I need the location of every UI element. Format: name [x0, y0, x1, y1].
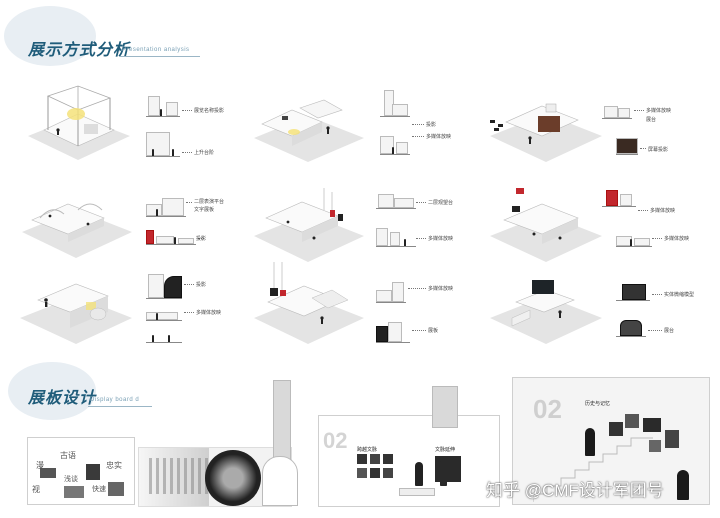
person-silhouette — [415, 462, 423, 486]
person-silhouette — [440, 460, 447, 486]
board-photo — [370, 454, 380, 464]
analysis-cell-4: 二层表演平台 文字展板 投影 — [18, 180, 253, 268]
board-photo — [40, 468, 56, 478]
board-photo — [86, 464, 100, 480]
analysis-cell-2: 投影 多媒体放映 — [252, 80, 487, 168]
board-photo — [383, 454, 393, 464]
analysis-cell-1: 展览名称投影 上升台阶 — [18, 80, 253, 168]
board-number: 02 — [323, 428, 348, 453]
annotation-label: 投影 — [196, 236, 207, 242]
annotation-label: 多媒体放映 — [428, 286, 454, 292]
isometric-pavilion-drawing — [28, 85, 130, 160]
board-heading: 历史与记忆 — [585, 401, 611, 407]
isometric-pavilion-drawing — [490, 280, 602, 344]
section-underline — [120, 56, 200, 57]
isometric-pavilion-drawing — [22, 203, 132, 258]
board-word: 浅谈 — [64, 476, 78, 483]
board-photo — [357, 468, 367, 478]
annotation-label: 多媒体放映 — [650, 208, 676, 214]
annotation-label: 多媒体放映 — [196, 310, 222, 316]
annotation-label: 展板 — [428, 328, 439, 334]
isometric-pavilion-drawing — [254, 99, 364, 162]
board-word: 快速 — [92, 486, 106, 493]
isometric-pavilion-drawing — [254, 262, 364, 344]
board-photo — [383, 468, 393, 478]
board-header-decor-blob — [8, 362, 96, 420]
bench — [399, 488, 435, 496]
section-sketch-top — [146, 94, 180, 117]
annotation-label: 展台 — [646, 117, 657, 123]
analysis-cell-7: 投影 多媒体放映 — [18, 262, 253, 350]
annotation-label: 实体微缩模型 — [664, 292, 695, 298]
board-photo — [609, 422, 623, 436]
board-word: 视 — [32, 485, 40, 494]
crowd-silhouettes — [149, 458, 209, 494]
board-word: 忠实 — [106, 461, 122, 470]
board-number: 02 — [533, 394, 562, 424]
person-silhouette — [585, 428, 595, 456]
section-title-boards: 展板设计 — [28, 388, 97, 407]
display-board-4: 02 历史与记忆 — [512, 377, 710, 505]
board-word: 漫 — [36, 461, 44, 470]
section-underline — [88, 406, 152, 407]
board-photo — [643, 418, 661, 432]
board-photo — [370, 468, 380, 478]
section-subtitle-boards: Display board d — [90, 397, 140, 403]
section-title-analysis: 展示方式分析 — [28, 40, 131, 59]
section-sketch-bottom — [146, 130, 180, 157]
board-photo — [435, 456, 461, 482]
annotation-label: 文字展板 — [194, 207, 215, 213]
board-word: 古语 — [60, 451, 76, 460]
annotation-label: 投影 — [196, 282, 207, 288]
circular-photo — [205, 450, 261, 506]
isometric-pavilion-drawing — [490, 103, 602, 162]
staircase-drawing — [533, 437, 653, 502]
board-heading: 跨越文脉 — [357, 447, 378, 453]
display-board-1: 古语 漫 忠实 浅谈 快速 视 — [27, 437, 135, 505]
annotation-label: 二层表演平台 — [194, 199, 225, 205]
isometric-pavilion-drawing — [254, 188, 364, 262]
annotation-label: 上升台阶 — [194, 150, 215, 156]
analysis-cell-9: 实体微缩模型 展台 — [486, 262, 720, 350]
section-subtitle-analysis: Presentation analysis — [122, 47, 190, 53]
board-photo — [649, 440, 661, 452]
board-photo — [64, 486, 84, 498]
annotation-label: 投影 — [426, 122, 437, 128]
annotation-label: 展台 — [664, 328, 675, 334]
annotation-label: 多媒体放映 — [646, 108, 672, 114]
annotation-label: 多媒体放映 — [428, 236, 454, 242]
board-photo — [665, 430, 679, 448]
isometric-pavilion-drawing — [490, 188, 602, 262]
isometric-pavilion-drawing — [20, 283, 132, 344]
arch-opening — [262, 456, 298, 506]
analysis-cell-8: 多媒体放映 展板 — [252, 262, 487, 350]
analysis-cell-3: 多媒体放映 展台 屏幕投影 — [486, 80, 720, 168]
analysis-cell-6: 多媒体放映 多媒体放映 — [486, 180, 720, 268]
analysis-cell-5: 二层观望台 多媒体放映 — [252, 180, 487, 268]
display-board-3: 02 跨越文脉 文脉延伸 — [318, 415, 500, 507]
person-silhouette — [677, 470, 689, 500]
header-decor-blob — [4, 6, 96, 66]
board-heading: 文脉延伸 — [435, 447, 456, 453]
watermark-text: 知乎 @CMF设计军团号 — [486, 481, 664, 500]
annotation-label: 二层观望台 — [428, 200, 454, 206]
board-photo — [108, 482, 124, 496]
vertical-pillar — [432, 386, 458, 428]
annotation-label: 展览名称投影 — [194, 108, 225, 114]
annotation-label: 屏幕投影 — [648, 147, 669, 153]
board-photo — [357, 454, 367, 464]
board-photo — [625, 414, 639, 428]
annotation-label: 多媒体放映 — [426, 134, 452, 140]
annotation-label: 多媒体放映 — [664, 236, 690, 242]
